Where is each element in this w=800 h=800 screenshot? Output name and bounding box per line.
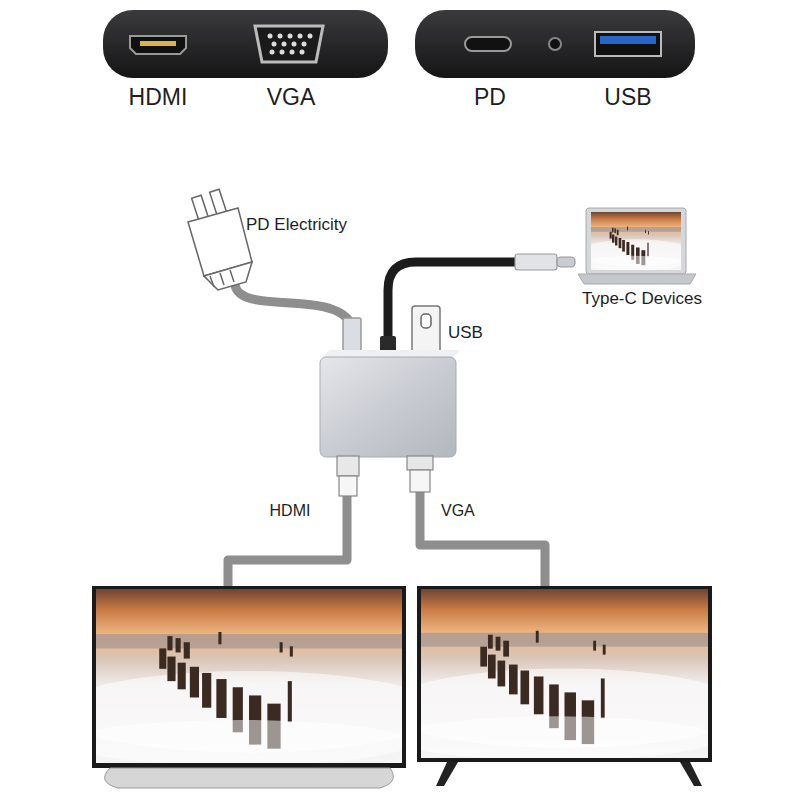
port-label: USB (604, 86, 651, 109)
port-label: PD (474, 86, 506, 109)
hub-body (320, 306, 460, 496)
device-label: Type-C Devices (582, 290, 702, 307)
port-label: HDMI (129, 86, 188, 109)
cable-label: HDMI (270, 503, 311, 519)
port-bar-left (103, 10, 388, 78)
port-label: VGA (267, 86, 316, 109)
laptop (578, 208, 696, 284)
charger-plug (188, 189, 252, 290)
type-c-connector (515, 254, 575, 270)
port-bar-right (415, 10, 695, 78)
port-label: USB (448, 324, 483, 341)
cable-label: VGA (441, 503, 475, 519)
monitor-right (383, 586, 747, 786)
cable-label: PD Electricity (246, 216, 347, 233)
cables (228, 262, 545, 590)
monitor-left (55, 586, 443, 788)
